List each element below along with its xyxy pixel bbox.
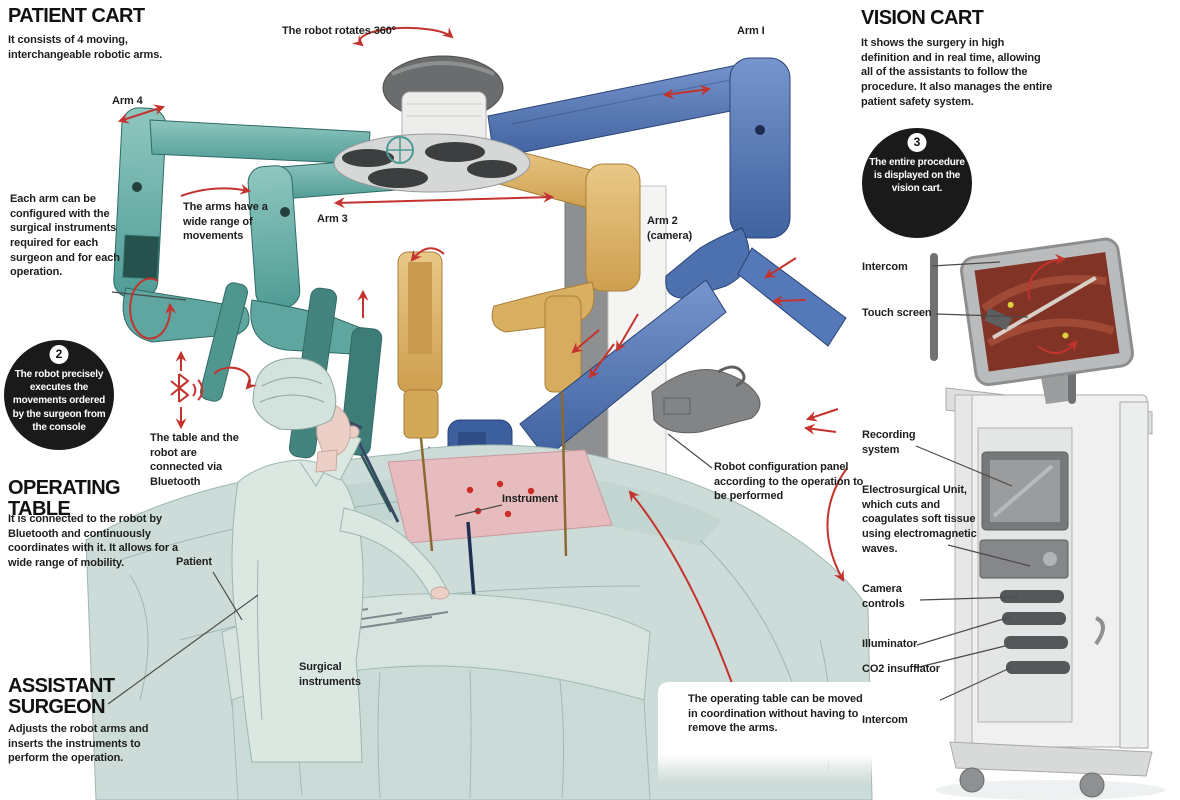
arm4-motion-arrow <box>117 104 166 124</box>
table-move-notebox: The operating table can be moved in coor… <box>658 682 940 782</box>
screen-arrow-top <box>1027 253 1067 301</box>
vision-cart <box>930 237 1153 798</box>
operating-table-title: OPERATING TABLE <box>8 477 121 520</box>
illuminator-label: Illuminator <box>862 638 918 650</box>
screen-arrow-bottom <box>1037 340 1078 354</box>
badge-2-number: 2 <box>49 345 69 364</box>
cart-wheel <box>1079 772 1105 798</box>
camera-controls-label: Camera controls <box>862 583 905 610</box>
equipment-slots <box>1000 590 1070 674</box>
arm-config-note: Each arm can be configured with the surg… <box>10 193 120 279</box>
badge-3-number: 3 <box>907 133 927 152</box>
intercom-bottom-label: Intercom <box>862 714 908 726</box>
touch-screen-monitor <box>960 237 1134 387</box>
arm1-motion-arrow <box>662 84 712 100</box>
instrument-label: Instrument <box>502 493 558 505</box>
assistant-surgeon-title: ASSISTANT SURGEON <box>8 675 115 718</box>
intercom-top-label: Intercom <box>862 261 908 273</box>
assistant-surgeon-description: Adjusts the robot arms and inserts the i… <box>8 723 149 765</box>
operating-table-description: It is connected to the robot by Bluetoot… <box>8 513 178 569</box>
arm3-label: Arm 3 <box>317 213 348 225</box>
assistant-surgeon-figure <box>231 357 450 763</box>
arm-4 <box>113 107 371 343</box>
recording-system-label: Recording system <box>862 429 916 456</box>
cart-wheel <box>959 767 985 793</box>
touch-screen-label: Touch screen <box>862 307 932 319</box>
bluetooth-note: The table and the robot are connected vi… <box>150 432 239 488</box>
arms-span-arrow <box>333 191 555 209</box>
arm-2-camera <box>397 143 641 439</box>
arm2-label: Arm 2 (camera) <box>647 215 693 242</box>
robot-configuration-panel <box>651 365 761 434</box>
badge-2-text: The robot precisely executes the movemen… <box>12 369 106 433</box>
esu-label: Electrosurgical Unit, which cuts and coa… <box>862 484 977 555</box>
leader-lines <box>107 261 1031 715</box>
annotation-arrows <box>117 26 1078 698</box>
surgical-site <box>387 449 613 544</box>
rotate-360-arrow <box>351 26 454 47</box>
co2-insufflator-label: CO2 insufflator <box>862 663 940 675</box>
patient-cart-description: It consists of 4 moving, interchangeable… <box>8 34 163 61</box>
badge-step-3: 3 The entire procedure is displayed on t… <box>862 128 972 238</box>
arm4-label: Arm 4 <box>112 95 143 107</box>
rotate-label: The robot rotates 360º <box>282 25 396 37</box>
electrosurgical-unit <box>979 539 1069 579</box>
monitor-handle-left <box>930 253 938 361</box>
vision-cart-title: VISION CART <box>861 7 984 29</box>
bluetooth-icon <box>170 373 204 403</box>
config-panel-label: Robot configuration panel according to t… <box>714 461 864 503</box>
patient-cart-title: PATIENT CART <box>8 5 145 27</box>
surgical-instruments-label: Surgical instruments <box>299 661 361 688</box>
table-move-arrow <box>628 490 738 698</box>
badge-step-2: 2 The robot precisely executes the movem… <box>4 340 114 450</box>
table-move-note: The operating table can be moved in coor… <box>688 693 863 735</box>
robot-hub <box>333 55 531 193</box>
arm1-label: Arm I <box>737 25 765 37</box>
movements-note: The arms have a wide range of movements <box>183 201 268 243</box>
badge-3-text: The entire procedure is displayed on the… <box>869 157 965 195</box>
patient-label: Patient <box>176 556 212 568</box>
vision-cart-description: It shows the surgery in high definition … <box>861 37 1053 108</box>
